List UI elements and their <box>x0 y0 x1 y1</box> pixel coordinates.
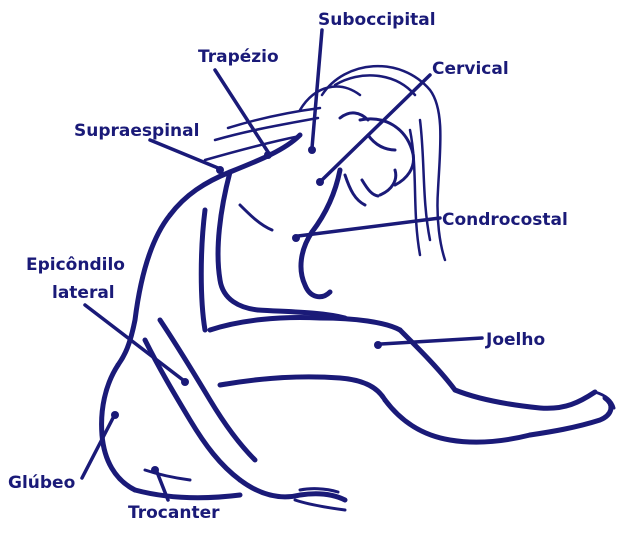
leader-joelho <box>380 338 482 344</box>
label-cervical: Cervical <box>432 59 509 79</box>
leader-supraespinal <box>150 140 218 168</box>
leader-glubeo <box>82 418 113 478</box>
label-epicondilo-line1: Epicôndilo <box>26 255 125 275</box>
label-glubeo: Glúbeo <box>8 473 75 493</box>
label-joelho: Joelho <box>485 330 545 350</box>
label-trapezio: Trapézio <box>198 47 279 67</box>
label-condrocostal: Condrocostal <box>442 210 568 230</box>
label-suboccipital: Suboccipital <box>318 10 436 30</box>
label-supraespinal: Supraespinal <box>74 121 199 141</box>
label-epicondilo-line2: lateral <box>52 283 115 303</box>
label-trocanter: Trocanter <box>128 503 220 523</box>
leader-trapezio <box>215 70 268 152</box>
labels: Suboccipital Trapézio Cervical Supraespi… <box>8 10 568 523</box>
